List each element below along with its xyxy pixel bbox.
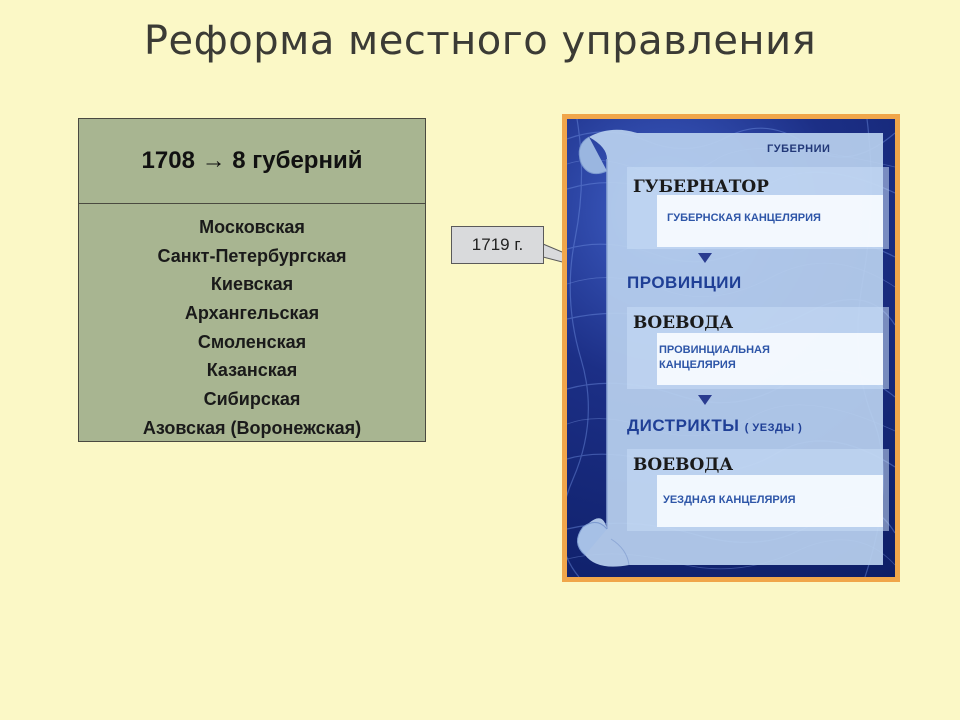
level1-label: ГУБЕРНИИ bbox=[767, 143, 831, 155]
level1-office: ГУБЕРНСКАЯ КАНЦЕЛЯРИЯ bbox=[667, 212, 821, 224]
admin-scheme: ГУБЕРНИИ ГУБЕРНАТОР ГУБЕРНСКАЯ КАНЦЕЛЯРИ… bbox=[562, 114, 900, 582]
guberniya-item: Московская bbox=[199, 217, 305, 237]
scheme-background: ГУБЕРНИИ ГУБЕРНАТОР ГУБЕРНСКАЯ КАНЦЕЛЯРИ… bbox=[567, 119, 895, 577]
level3-office-box bbox=[657, 475, 883, 527]
level2-head: ВОЕВОДА bbox=[633, 313, 734, 333]
level2-office-line2: КАНЦЕЛЯРИЯ bbox=[659, 359, 736, 371]
guberniya-item: Смоленская bbox=[197, 331, 307, 352]
guberniya-item: Архангельская bbox=[184, 303, 320, 324]
level1-head: ГУБЕРНАТОР bbox=[633, 177, 769, 197]
year-callout: 1719 г. bbox=[451, 226, 544, 264]
level3-office: УЕЗДНАЯ КАНЦЕЛЯРИЯ bbox=[663, 494, 796, 506]
guberniya-table: 1708 → 8 губерний Московская Санкт-Петер… bbox=[78, 118, 426, 442]
level3-head: ВОЕВОДА bbox=[633, 455, 734, 475]
level1-office-box bbox=[657, 195, 883, 247]
guberniya-item: Санкт-Петербургская bbox=[157, 245, 347, 266]
level2-office-line1: ПРОВИНЦИАЛЬНАЯ bbox=[659, 344, 770, 356]
arrow-down-icon bbox=[698, 253, 712, 263]
level3-note: ( УЕЗДЫ ) bbox=[744, 422, 803, 434]
level2-office: ПРОВИНЦИАЛЬНАЯ КАНЦЕЛЯРИЯ bbox=[659, 343, 770, 373]
guberniya-item: Азовская (Воронежская) bbox=[142, 417, 362, 438]
guberniya-list: Московская Санкт-Петербургская Киевская … bbox=[79, 204, 425, 443]
guberniya-item: Казанская bbox=[206, 360, 298, 381]
table-heading: 1708 → 8 губерний bbox=[79, 119, 425, 204]
guberniya-item: Киевская bbox=[210, 274, 294, 295]
guberniya-item: Сибирская bbox=[203, 389, 301, 410]
slide-title: Реформа местного управления bbox=[143, 18, 817, 64]
arrow-down-icon bbox=[698, 395, 712, 405]
level2-office-box bbox=[657, 333, 883, 385]
level3-label-text: ДИСТРИКТЫ bbox=[627, 416, 740, 435]
level3-label: ДИСТРИКТЫ ( УЕЗДЫ ) bbox=[627, 416, 802, 436]
level2-label: ПРОВИНЦИИ bbox=[627, 273, 742, 292]
